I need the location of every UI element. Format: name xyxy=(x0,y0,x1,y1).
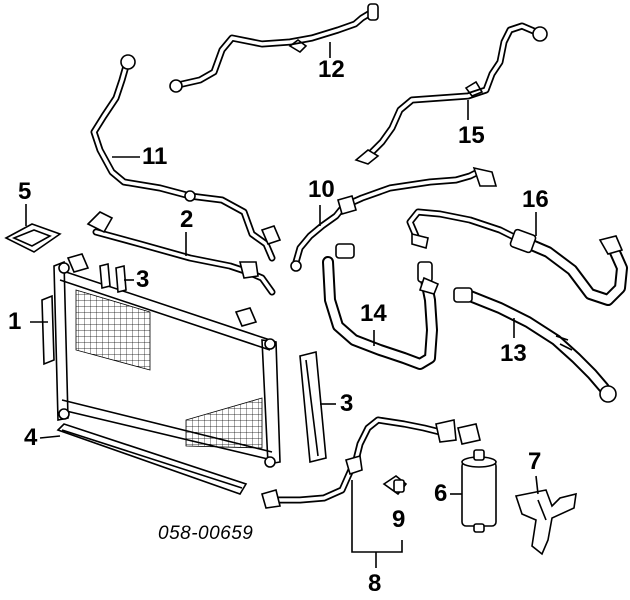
line-11-pipe xyxy=(90,54,282,262)
part-9-fitting xyxy=(382,475,408,496)
callout-12: 12 xyxy=(318,56,345,83)
line-8-pipe xyxy=(261,416,481,509)
callout-11: 11 xyxy=(142,143,168,170)
part-6-receiver-drier xyxy=(461,449,497,533)
callout-13: 13 xyxy=(500,340,527,367)
callout-4: 4 xyxy=(24,424,38,451)
part-3-upper-seal xyxy=(99,262,127,294)
callout-6: 6 xyxy=(434,480,448,507)
line-13-hose xyxy=(453,287,617,403)
callout-9: 9 xyxy=(392,506,406,533)
part-4-lower-seal xyxy=(56,423,248,495)
callout-1: 1 xyxy=(8,308,22,335)
callout-10: 10 xyxy=(308,176,335,203)
part-7-bracket xyxy=(514,489,577,556)
part-3-side-seal xyxy=(299,350,327,464)
part-2-bracket-pipe xyxy=(86,211,276,296)
callout-3-upper: 3 xyxy=(136,266,150,293)
condenser-core xyxy=(41,253,281,468)
line-16-pipe xyxy=(406,208,628,306)
callout-14: 14 xyxy=(360,300,387,327)
callout-7: 7 xyxy=(528,448,542,475)
callout-2: 2 xyxy=(180,206,194,233)
line-12-pipe xyxy=(169,3,379,93)
callout-8: 8 xyxy=(368,570,382,597)
line-15-pipe xyxy=(354,22,548,165)
callout-15: 15 xyxy=(458,122,485,149)
line-10-pipe xyxy=(290,166,498,272)
callout-5: 5 xyxy=(18,178,32,205)
part-5-seal-plate xyxy=(4,223,62,253)
callout-16: 16 xyxy=(522,186,549,213)
leader-8-bracket xyxy=(351,480,403,553)
leader-4 xyxy=(39,435,61,439)
line-14-hose xyxy=(322,243,440,370)
leader-7 xyxy=(535,475,539,495)
diagram-reference-code: 058-00659 xyxy=(158,523,254,544)
callout-3-side: 3 xyxy=(340,390,354,417)
